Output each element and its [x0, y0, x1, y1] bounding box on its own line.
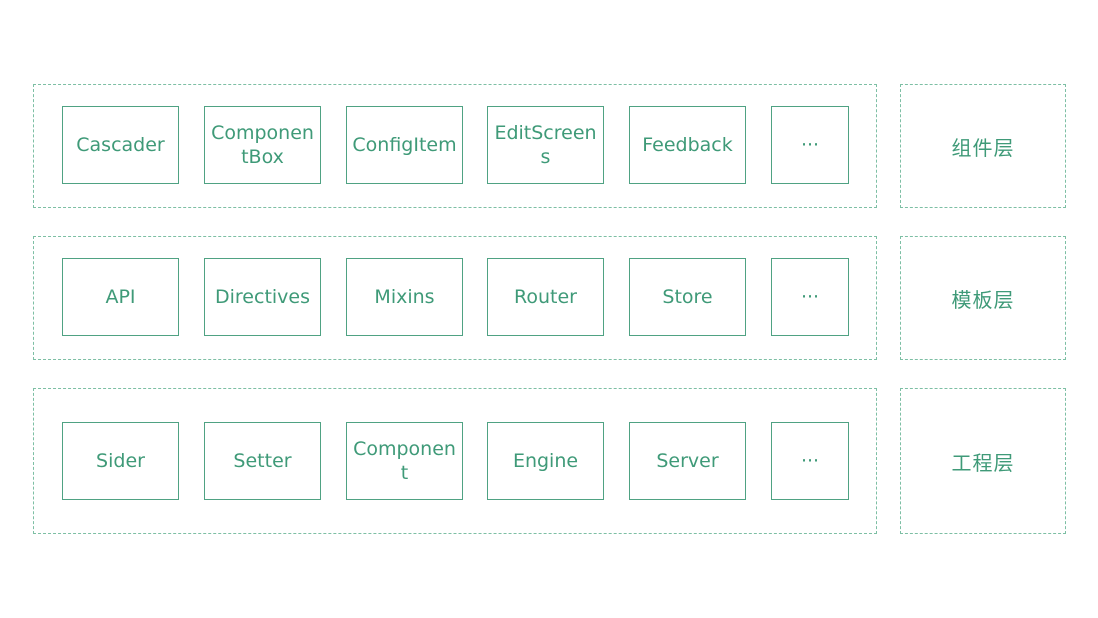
component-layer-container — [33, 84, 877, 208]
template-layer-tag: 模板层 — [900, 236, 1066, 360]
box-label: Store — [662, 286, 713, 308]
box-label: API — [105, 286, 136, 308]
template-layer-container — [33, 236, 877, 360]
engineering-box-engine: Engine — [487, 422, 604, 500]
box-label: ConfigItem — [352, 134, 457, 156]
box-label: ComponentBox — [211, 122, 314, 168]
box-label: Cascader — [76, 134, 165, 156]
box-label: Sider — [96, 450, 145, 472]
template-box-api: API — [62, 258, 179, 336]
component-box-more: ··· — [771, 106, 849, 184]
ellipsis-label: ··· — [800, 450, 820, 472]
engineering-box-setter: Setter — [204, 422, 321, 500]
engineering-layer-container — [33, 388, 877, 534]
ellipsis-label: ··· — [800, 134, 820, 156]
component-box-editscreens: EditScreens — [487, 106, 604, 184]
engineering-box-sider: Sider — [62, 422, 179, 500]
box-label: Directives — [215, 286, 310, 308]
template-box-more: ··· — [771, 258, 849, 336]
engineering-layer-tag: 工程层 — [900, 388, 1066, 534]
box-label: Component — [353, 438, 456, 484]
template-box-mixins: Mixins — [346, 258, 463, 336]
component-box-feedback: Feedback — [629, 106, 746, 184]
component-box-componentbox: ComponentBox — [204, 106, 321, 184]
box-label: Feedback — [642, 134, 733, 156]
template-box-store: Store — [629, 258, 746, 336]
component-layer-tag: 组件层 — [900, 84, 1066, 208]
engineering-box-more: ··· — [771, 422, 849, 500]
box-label: Router — [514, 286, 577, 308]
component-box-configitem: ConfigItem — [346, 106, 463, 184]
engineering-box-server: Server — [629, 422, 746, 500]
engineering-box-component: Component — [346, 422, 463, 500]
ellipsis-label: ··· — [800, 286, 820, 308]
component-box-cascader: Cascader — [62, 106, 179, 184]
box-label: EditScreens — [494, 122, 597, 168]
box-label: Engine — [512, 450, 579, 472]
box-label: Setter — [233, 450, 292, 472]
template-box-router: Router — [487, 258, 604, 336]
box-label: Mixins — [374, 286, 435, 308]
template-box-directives: Directives — [204, 258, 321, 336]
box-label: Server — [656, 450, 719, 472]
